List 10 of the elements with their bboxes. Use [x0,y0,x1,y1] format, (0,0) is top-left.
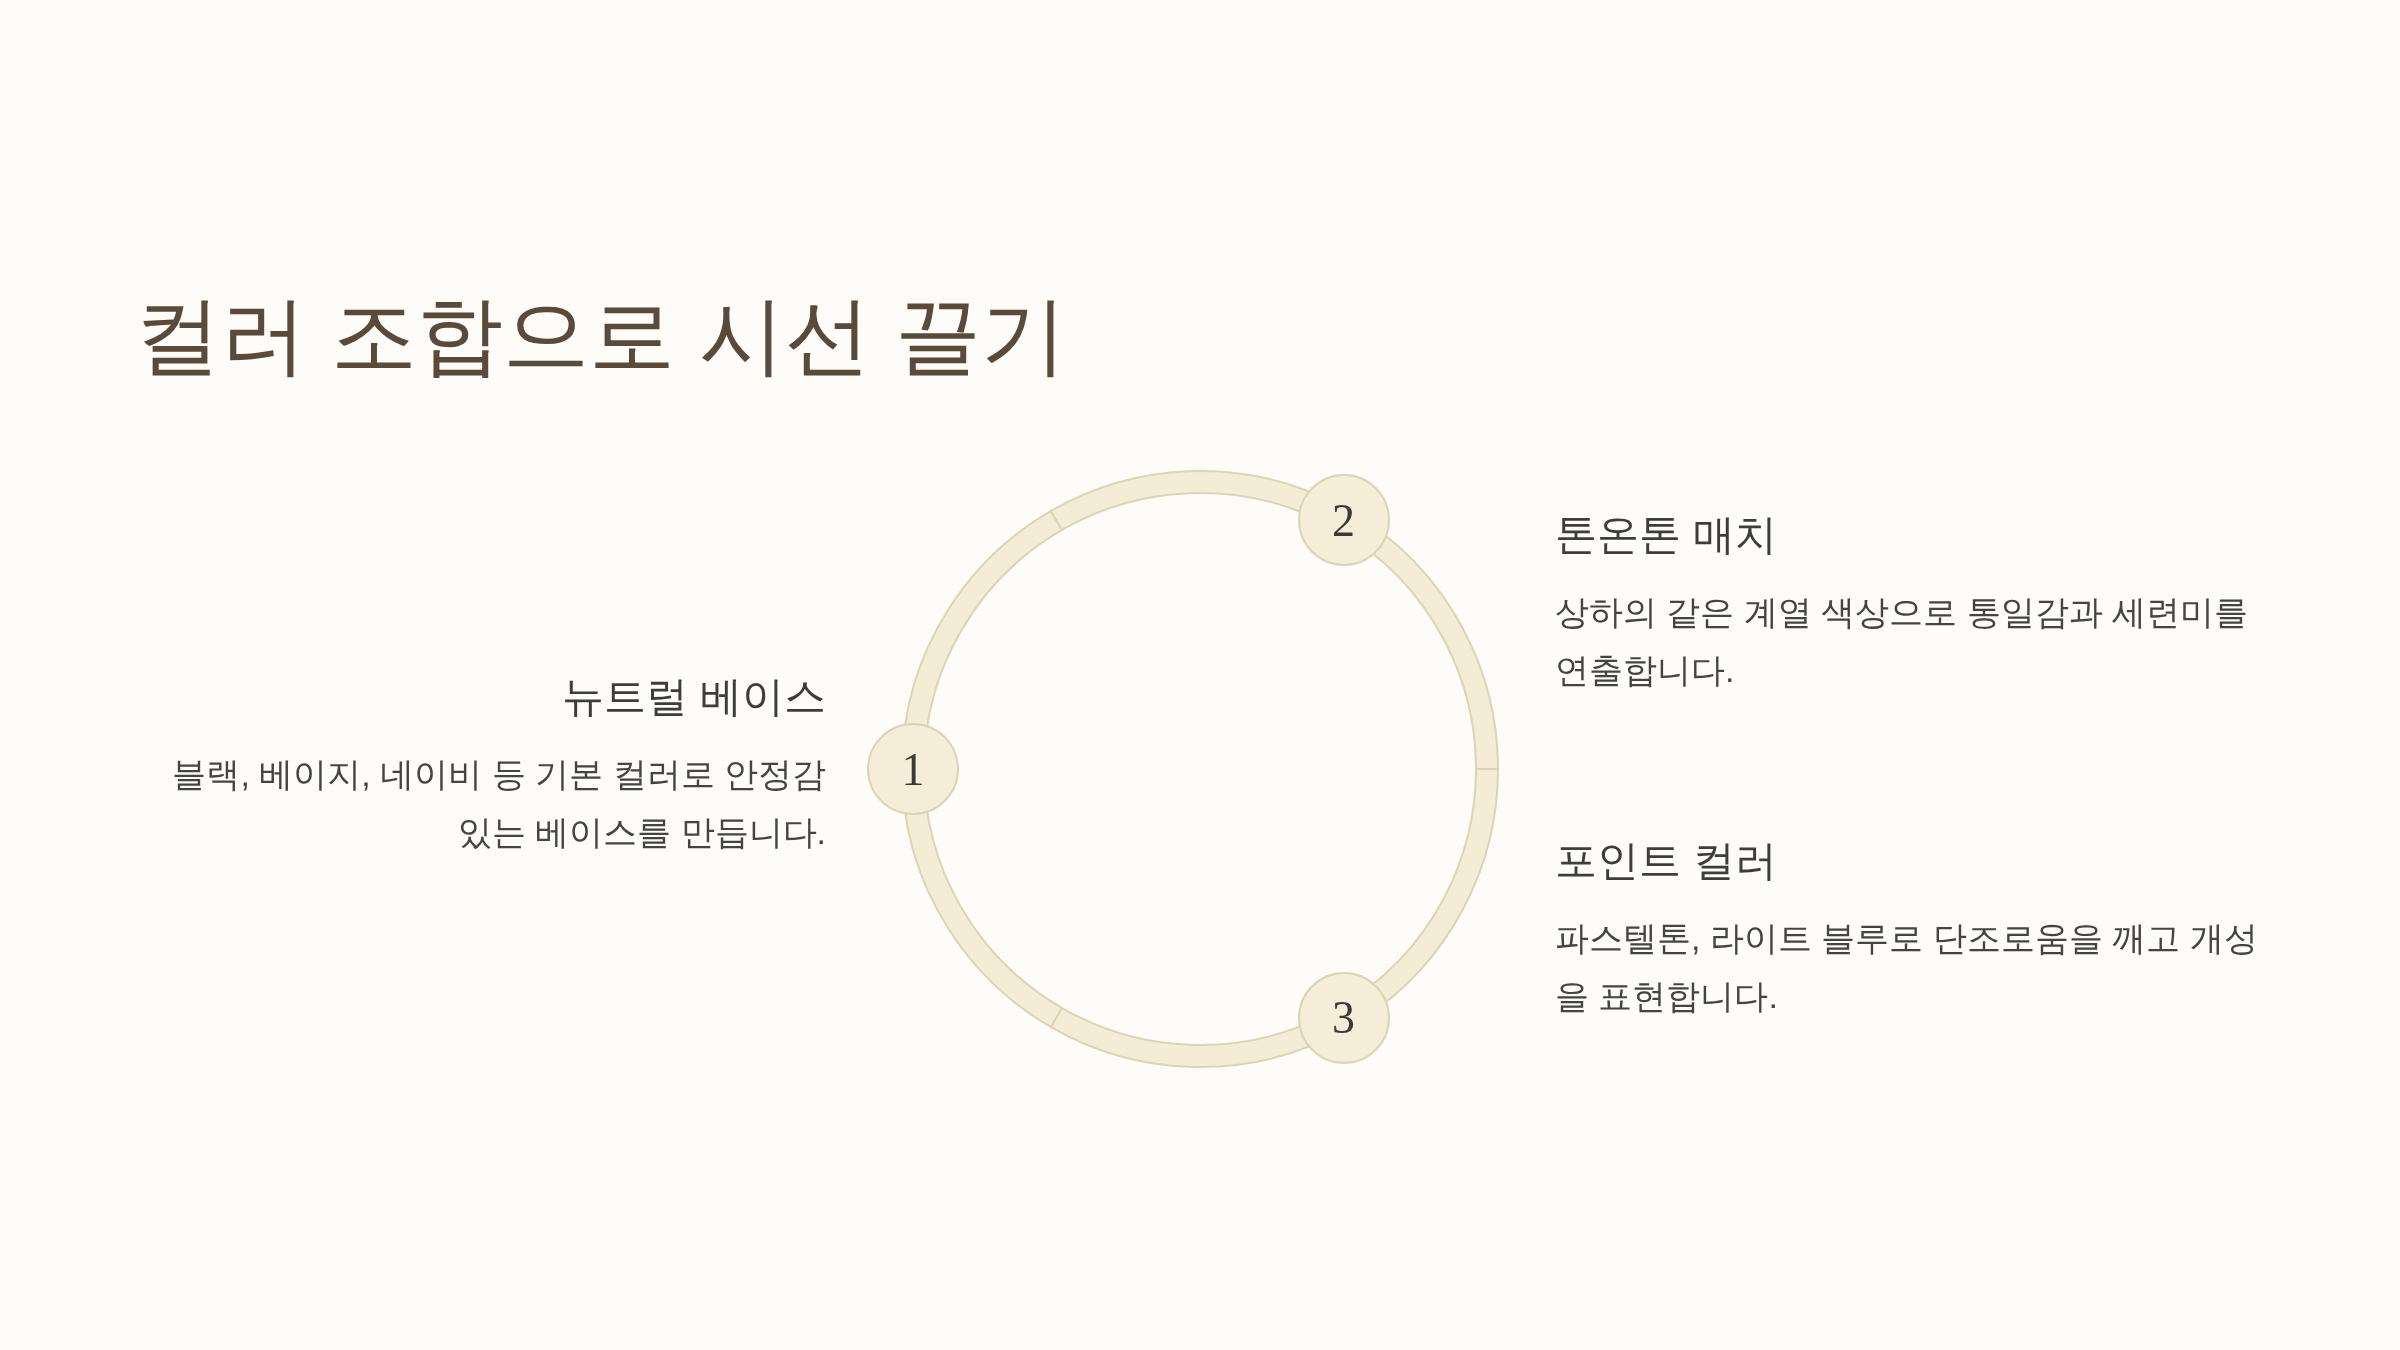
numbered-circle: 1 [867,723,959,815]
step-description: 파스텔톤, 라이트 블루로 단조로움을 깨고 개성을 표현합니다. [1555,918,2259,1017]
step-heading: 포인트 컬러 [1555,836,1778,886]
step-description: 블랙, 베이지, 네이비 등 기본 컬러로 안정감 있는 베이스를 만듭니다. [171,754,826,853]
numbered-circle: 2 [1297,474,1390,567]
numbered-circle: 3 [1297,971,1390,1064]
step-description: 상하의 같은 계열 색상으로 통일감과 세련미를 연출합니다. [1555,592,2250,691]
title: 컬러 조합으로 시선 끌기 [135,288,1067,383]
step-heading: 뉴트럴 베이스 [561,672,826,722]
step-heading: 톤온톤 매치 [1555,510,1778,560]
